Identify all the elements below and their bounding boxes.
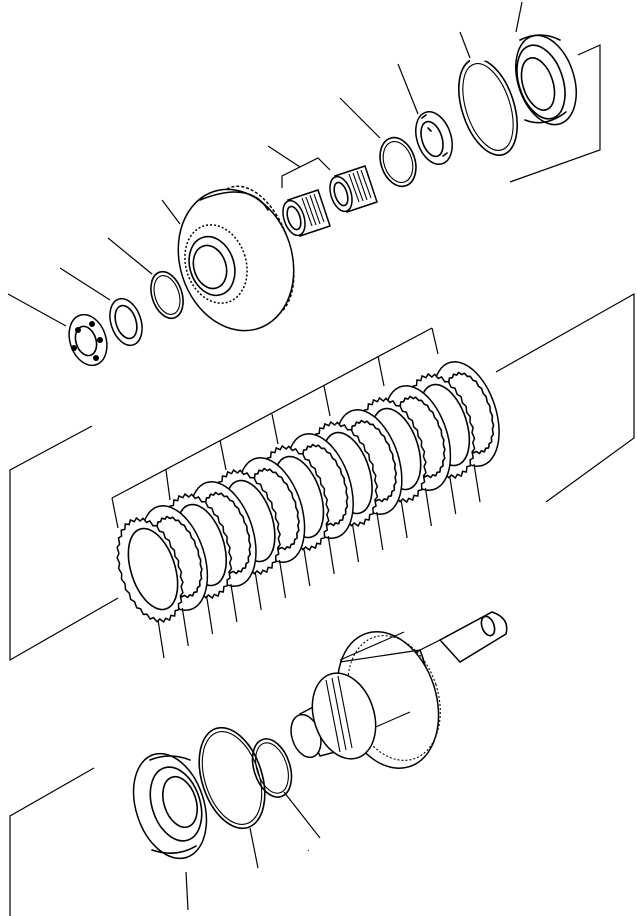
gear-with-hub	[177, 185, 295, 332]
disc-leader	[278, 559, 287, 599]
clutch-pack	[9, 292, 635, 662]
bearing-race	[415, 111, 453, 165]
piston	[132, 752, 208, 860]
clutch-group-bracket	[111, 327, 439, 529]
snap-ring-small-leader	[107, 237, 153, 275]
clutch-right-bracket	[495, 292, 635, 503]
bearing-race-leader	[397, 63, 419, 115]
disc-leader	[424, 487, 432, 527]
thrust-washer-small-leader	[59, 267, 111, 301]
upper-group-bracket	[509, 44, 601, 183]
disc-leader	[327, 535, 335, 575]
seal-ring-small-leader	[283, 791, 321, 839]
disc-leader	[157, 619, 165, 659]
snap-ring-large-leader	[459, 31, 471, 59]
seal-ring-large	[198, 726, 266, 830]
disc-leader	[376, 511, 384, 551]
seal-ring-large-leader	[249, 827, 259, 869]
clutch-pack-leaders	[157, 463, 481, 659]
thrust-washer-upper-leader	[339, 97, 381, 139]
disc-leader	[473, 463, 481, 503]
thrust-washer-upper	[379, 136, 417, 188]
ball-bearing-leader	[7, 293, 67, 327]
disc-leader	[254, 571, 262, 611]
needle-bearing-leader	[267, 145, 301, 168]
disc-leader	[230, 583, 238, 623]
lower-group-bracket	[9, 767, 95, 916]
disc-leader	[181, 607, 189, 647]
piston-leader	[185, 871, 189, 911]
disc-leader	[449, 475, 457, 515]
seal-carrier-leader	[515, 1, 523, 33]
clutch-shaft-drum	[290, 611, 508, 769]
disc-leader	[206, 595, 214, 635]
seal-ring-small	[251, 738, 293, 798]
clutch-left-bracket	[9, 425, 119, 662]
needle-bearing-pair	[281, 157, 378, 237]
seal-carrier	[515, 34, 577, 126]
upper-gear-assembly	[7, 1, 601, 367]
friction-disc	[116, 516, 184, 624]
ball-bearing	[68, 313, 108, 367]
snap-ring-large	[458, 55, 518, 157]
disc-leader	[303, 547, 311, 587]
gear-leader	[161, 199, 181, 225]
lower-shaft-assembly	[9, 611, 508, 916]
clutch-discs	[116, 361, 500, 624]
disc-leader	[400, 499, 408, 539]
disc-leader	[351, 523, 360, 563]
thrust-washer-small	[109, 297, 143, 347]
snap-ring-small	[150, 270, 184, 320]
